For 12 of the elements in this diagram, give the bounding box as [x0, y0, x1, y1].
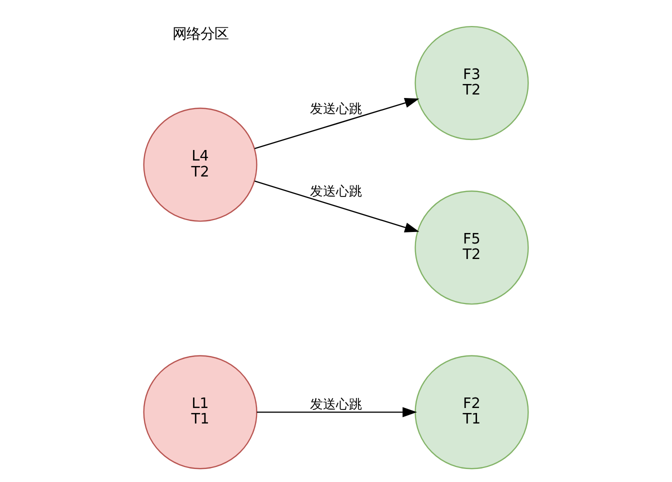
edge-label: 发送心跳: [310, 184, 362, 200]
arrow: [256, 407, 417, 418]
arrow: [254, 98, 420, 150]
arrow: [254, 180, 420, 232]
node-circle: L4 T2: [143, 108, 258, 222]
node-circle: L1 T1: [143, 355, 258, 470]
label: 网络分区: [172, 26, 228, 43]
node-circle: F5 T2: [414, 190, 529, 305]
edge-label: 发送心跳: [310, 102, 362, 117]
node-circle: F3 T2: [414, 26, 529, 140]
node-circle: F2 T1: [414, 355, 529, 470]
edge-label: 发送心跳: [310, 397, 362, 412]
